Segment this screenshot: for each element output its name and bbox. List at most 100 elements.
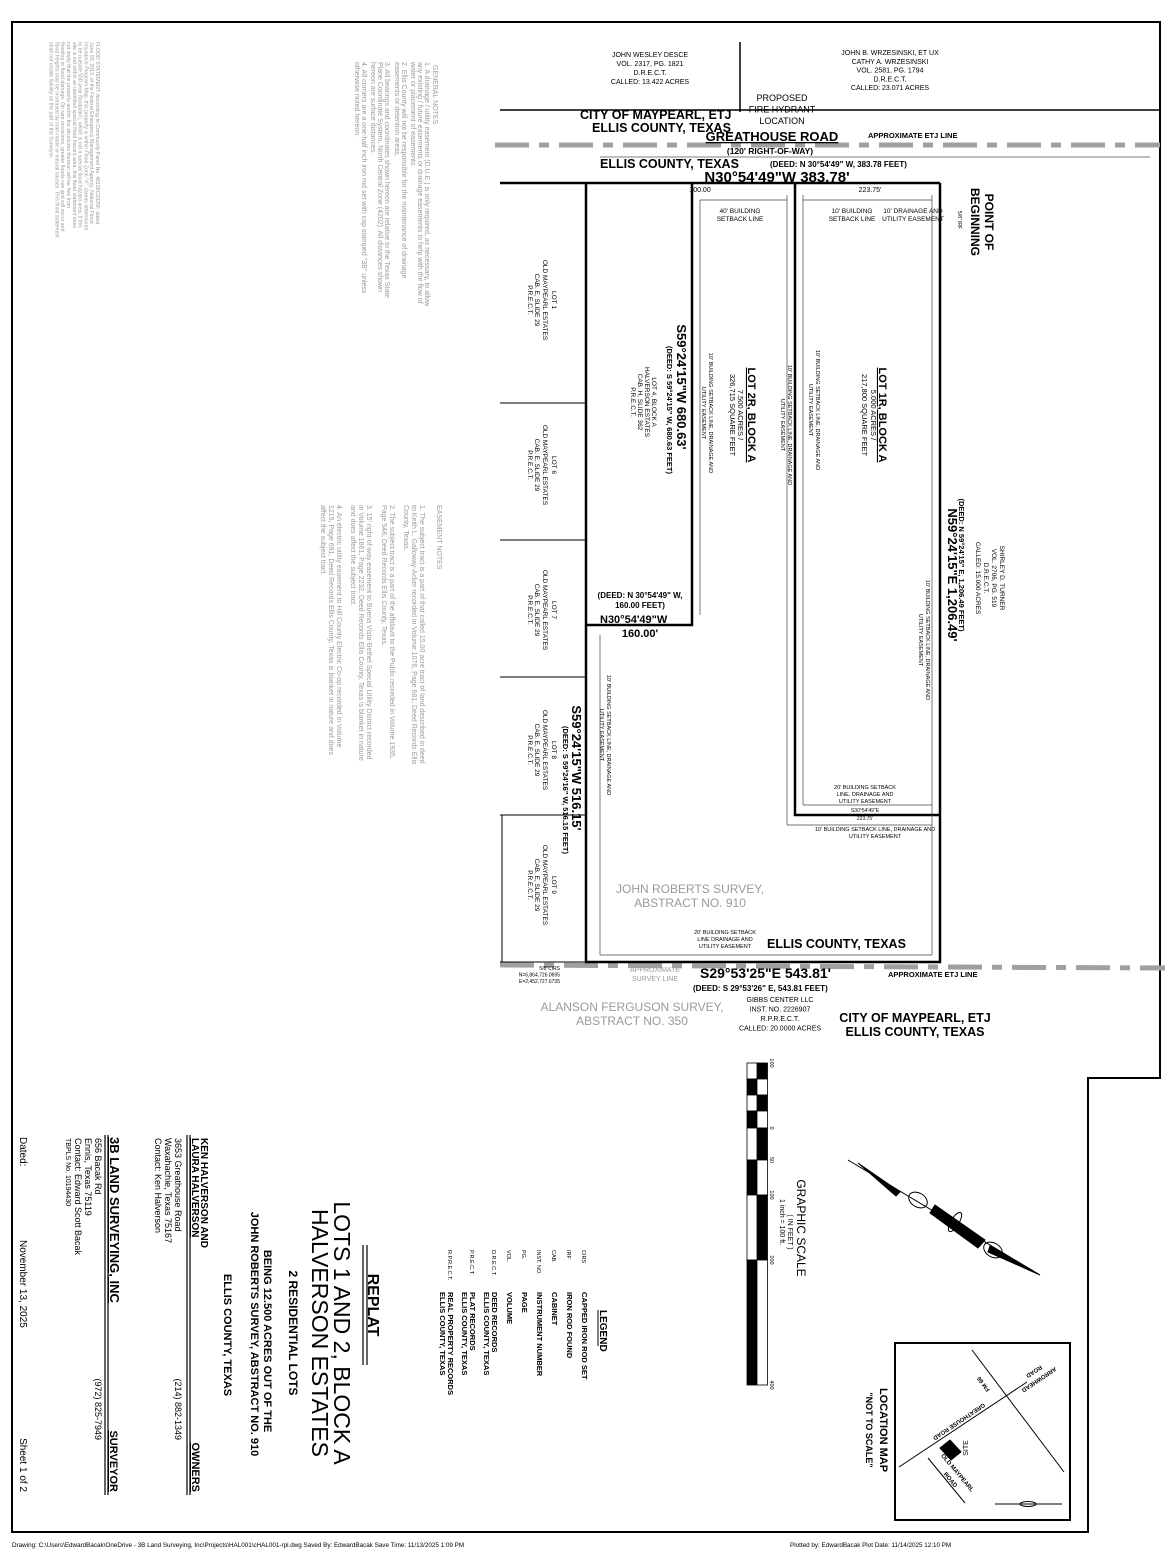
old-maypearl-lot-label: P.R.E.C.T. [526,595,533,625]
lot-4-label: LOT 4, BLOCK A [650,377,657,427]
deed-call: (DEED: S 59°24'16" W, 516.15 FEET) [561,726,570,854]
lot-4-label: CAB. H, SLIDE 362 [636,374,643,431]
easement-label: 10' DRAINAGE AND [883,208,943,215]
old-maypearl-lot-label: CAB. E, SLIDE 29 [533,274,540,327]
distance-label: 223.75' [859,187,882,194]
old-maypearl-lot-label: CAB. E, SLIDE 29 [533,724,540,777]
lot4-boundary [586,183,694,627]
surveyor-license: TBPLS No. 10194430 [64,1138,71,1206]
legend-desc: INSTRUMENT NUMBER [535,1292,544,1377]
easement-note-line: 1. The subject tract is a part of that c… [418,505,425,764]
adjoiner-desce: CALLED: 13.422 ACRES [611,79,690,86]
scale-bar-segment [746,1110,758,1129]
legend-desc: VOLUME [505,1292,514,1324]
old-maypearl-lot-label: OLD MAYPEARL ESTATES [541,710,548,791]
flood-statement-line: to be outside 500-year floodplain), whic… [77,42,83,228]
surveyor-heading: SURVEYOR [107,1430,119,1492]
easement-note-line: and does affect the subject tract. [349,505,356,606]
easement-note-line: County, Texas. [402,505,409,551]
etj-label: CITY OF MAYPEARL, ETJ [839,1011,990,1025]
deed-call: (DEED: S 29°53'26" E, 543.81 FEET) [693,984,828,993]
deed-call: (DEED: N 59°24'15" E, 1,206.49 FEET) [957,499,966,632]
lot-2r-acres: 7.500 ACRES / [736,390,745,441]
old-maypearl-lot-label: LOT 1 [550,291,557,309]
bearing-distance: S59°24'15"W 680.63' [674,324,689,449]
general-note-line: water or placement of easements. [409,61,416,167]
lot-2r-area: 326,715 SQUARE FEET [728,374,737,457]
linework [11,21,1166,1533]
scale-tick-label: 400 [768,1380,774,1389]
plat-title: HALVERSON ESTATES [307,1209,333,1457]
old-maypearl-lot-label: LOT 9 [550,876,557,894]
surveyor-company: 3B LAND SURVEYING, INC [107,1137,122,1304]
adjoiner-desce: JOHN WESLEY DESCE [612,52,688,59]
adjoining-lot-lines [500,402,586,963]
owner-name: LAURA HALVERSON [189,1138,200,1237]
setback-label: 10' BUILDING SETBACK LINE, DRAINAGE AND [814,350,820,470]
adjoiner-gibbs: GIBBS CENTER LLC [747,997,814,1004]
setback-label: 10' BUILDING SETBACK LINE, DRAINAGE AND [786,365,792,485]
old-maypearl-lot-label: CAB. E, SLIDE 29 [533,439,540,492]
easement-note-line: to Keith L. Galloway-Acker recorded in V… [410,505,417,765]
acreage-description: BEING 12.500 ACRES OUT OF THE [261,1250,273,1432]
etj-line-label: APPROXIMATE ETJ LINE [868,131,957,140]
setback-label: UTILITY EASEMENT [917,614,923,667]
lot-4-label: P.R.E.C.T. [629,387,636,417]
bearing-label: S30°54'49"E [851,808,880,814]
tract-boundary [584,183,942,964]
legend-desc: ELLIS COUNTY, TEXAS [438,1292,447,1375]
drawing-path-footer: Drawing: C:\Users\EdwardBacak\OneDrive -… [12,1542,464,1549]
old-maypearl-road-line [927,1457,966,1504]
scale-bar-segment [746,1259,758,1386]
bearing-distance: N30°54'49"W [600,614,668,626]
flood-statement-line: shall not create liability on the part o… [48,42,54,158]
sheet-border [11,21,1161,1533]
old-maypearl-lot-label: P.R.E.C.T. [526,735,533,765]
scale-tick-label: 100 [768,1190,774,1199]
distance-label: 100.00 [689,187,711,194]
setback-label: 10' BUILDING [832,208,873,215]
adjoiner-wrzesinski: CATHY A. WRZESINSKI [852,59,929,66]
scale-bar-segment [746,1094,758,1112]
flood-statement-line: FLOOD STATEMENT: According to Community … [94,42,100,224]
survey-name: ABSTRACT NO. 350 [576,1014,688,1028]
old-maypearl-lot-label: OLD MAYPEARL ESTATES [541,425,548,506]
plat-subtitle: 2 RESIDENTIAL LOTS [286,1270,300,1395]
flood-statement-line: not imply that the property and/or the s… [65,42,71,208]
adjoiner-desce: VOL. 2317, PG. 1821 [617,61,684,68]
old-maypearl-lot-label: LOT 6 [550,456,557,474]
setback-label: UTILITY EASEMENT [779,399,785,452]
setback-label: LINE DRAINAGE AND [697,937,752,943]
flood-statement-line: site is not within an identified special… [71,42,77,228]
county-label: ELLIS COUNTY, TEXAS [600,157,739,171]
easement-note-line: affect the subject tract. [319,505,326,575]
county-label: ELLIS COUNTY, TEXAS [221,1274,233,1396]
deed-call: (DEED: N 30°54'49" W, [598,591,683,600]
scale-bar-segment [756,1259,768,1386]
scale-bar-segment [756,1194,768,1261]
location-map-title: LOCATION MAP [877,1388,889,1472]
survey-name: ABSTRACT NO. 910 [634,896,746,910]
etj-label: CITY OF MAYPEARL, ETJ [580,108,731,122]
setback-label: 40' BUILDING [720,208,761,215]
lot-2r-name: LOT 2R, BLOCK A [745,368,757,463]
legend-desc: DEED RECORDS [490,1292,499,1352]
legend-abbr: R.P.R.E.C.T. [446,1250,452,1281]
surveyor-phone: (972) 825-7949 [93,1378,103,1440]
greathouse-road-line [898,1381,1028,1468]
corner-coordinates: 5/8"CIRS [539,966,560,972]
setback-label: UTILITY EASEMENT [849,834,902,840]
scale-tick-label: 200 [768,1255,774,1264]
lot-1r-area: 217,800 SQUARE FEET [860,374,869,457]
setback-label: UTILITY EASEMENT [839,799,892,805]
location-map-frame [894,1342,1071,1521]
scale-tick-label: 50 [768,1157,774,1163]
legend-abbr: PG. [520,1250,526,1260]
legend-abbr: CAB. [550,1250,556,1263]
site-marker [939,1439,962,1461]
flood-statement-line: Insurance Program Map, this property is … [82,42,88,230]
owner-address: 3653 Greathouse Road [173,1138,183,1232]
scale-bar-segment [746,1194,758,1261]
sheet-number: Sheet 1 of 2 [17,1438,28,1492]
old-maypearl-lot-label: LOT 8 [550,741,557,759]
